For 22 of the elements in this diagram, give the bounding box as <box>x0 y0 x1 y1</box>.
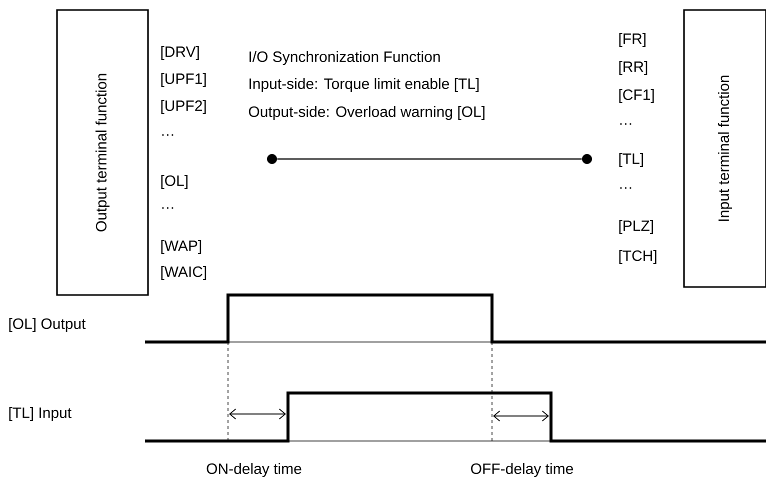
list-item: [TL] <box>619 153 643 167</box>
signal-label: [OL] Output <box>9 318 86 332</box>
heading-text: Input-side: Torque limit enable [TL] <box>250 78 479 92</box>
list-item: [RR] <box>619 61 648 75</box>
connection-line <box>277 158 582 160</box>
terminal-box: Input terminal function <box>683 9 766 288</box>
heading-text: Output-side: Overload warning [OL] <box>248 106 484 120</box>
terminal-box: Output terminal function <box>56 9 149 296</box>
connection-dot <box>267 154 277 164</box>
list-item: … <box>162 207 174 209</box>
list-item: [PLZ] <box>619 220 653 234</box>
list-item: … <box>620 123 632 125</box>
connection-dot <box>582 154 592 164</box>
delay-label: OFF-delay time <box>471 463 573 477</box>
list-item: [CF1] <box>619 89 654 103</box>
list-item: [FR] <box>619 33 646 47</box>
heading-text: I/O Synchronization Function <box>250 51 440 65</box>
list-item: … <box>162 134 174 136</box>
list-item: [TCH] <box>619 250 656 264</box>
list-item: … <box>620 187 632 189</box>
delay-label: ON-delay time <box>206 463 302 477</box>
signal-label: [TL] Input <box>9 407 72 421</box>
